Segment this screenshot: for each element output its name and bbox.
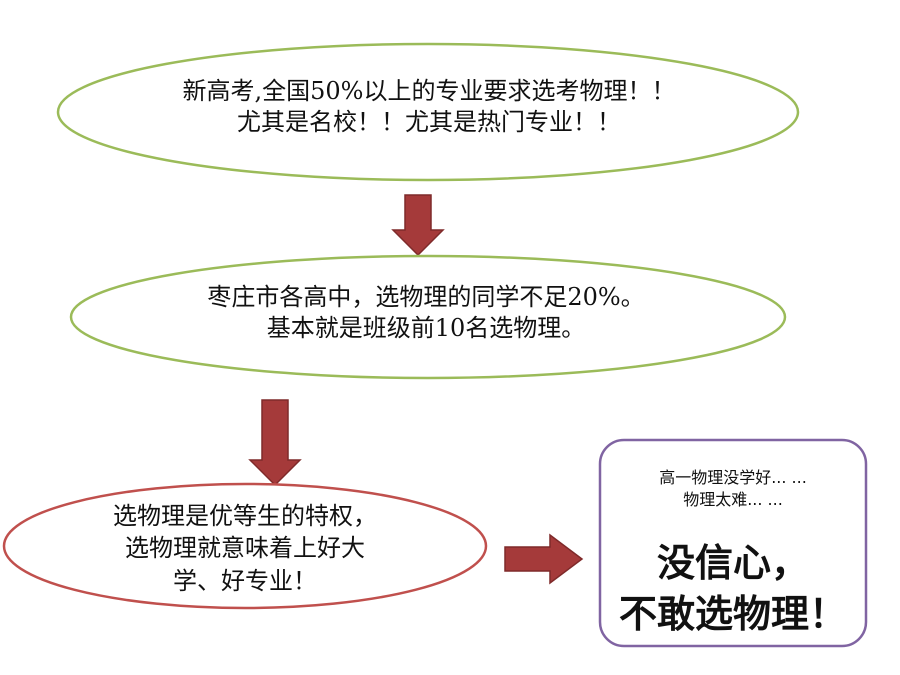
arrow-down-1 <box>391 194 445 257</box>
top-text-line-1: 新高考,全国50%以上的专业要求选考物理！！ <box>182 77 676 105</box>
conclusion-small-line-1: 高一物理没学好... ... <box>659 468 807 487</box>
bottom-left-ellipse-text: 选物理是优等生的特权， 选物理就意味着上好大 学、好专业！ <box>0 500 490 597</box>
conclusion-small-line-2: 物理太难... ... <box>683 490 783 510</box>
arrow-down-2 <box>248 399 302 487</box>
conclusion-small-text: 高一物理没学好... ... 物理太难... ... <box>600 467 866 512</box>
arrow-right <box>504 533 584 585</box>
bottom-left-text-line-1: 选物理是优等生的特权， <box>113 502 377 530</box>
bottom-left-ellipse <box>2 482 488 610</box>
conclusion-big-line-2: 不敢选物理！ <box>618 591 847 637</box>
top-ellipse <box>56 42 800 182</box>
bottom-left-text-line-2: 选物理就意味着上好大 <box>125 534 365 563</box>
conclusion-big-text: 没信心， 不敢选物理！ <box>600 537 866 640</box>
top-ellipse-text: 新高考,全国50%以上的专业要求选考物理！！ 尤其是名校！！尤其是热门专业！！ <box>60 76 798 138</box>
middle-text-line-2: 基本就是班级前10名选物理。 <box>266 314 586 343</box>
conclusion-big-line-1: 没信心， <box>656 540 809 585</box>
conclusion-box <box>598 438 868 648</box>
bottom-left-text-line-3: 学、好专业！ <box>173 566 317 595</box>
top-text-line-2: 尤其是名校！！尤其是热门专业！！ <box>237 108 621 137</box>
middle-ellipse <box>69 254 787 380</box>
middle-text-line-1: 枣庄市各高中，选物理的同学不足20%。 <box>207 283 645 311</box>
middle-ellipse-text: 枣庄市各高中，选物理的同学不足20%。 基本就是班级前10名选物理。 <box>70 282 782 344</box>
